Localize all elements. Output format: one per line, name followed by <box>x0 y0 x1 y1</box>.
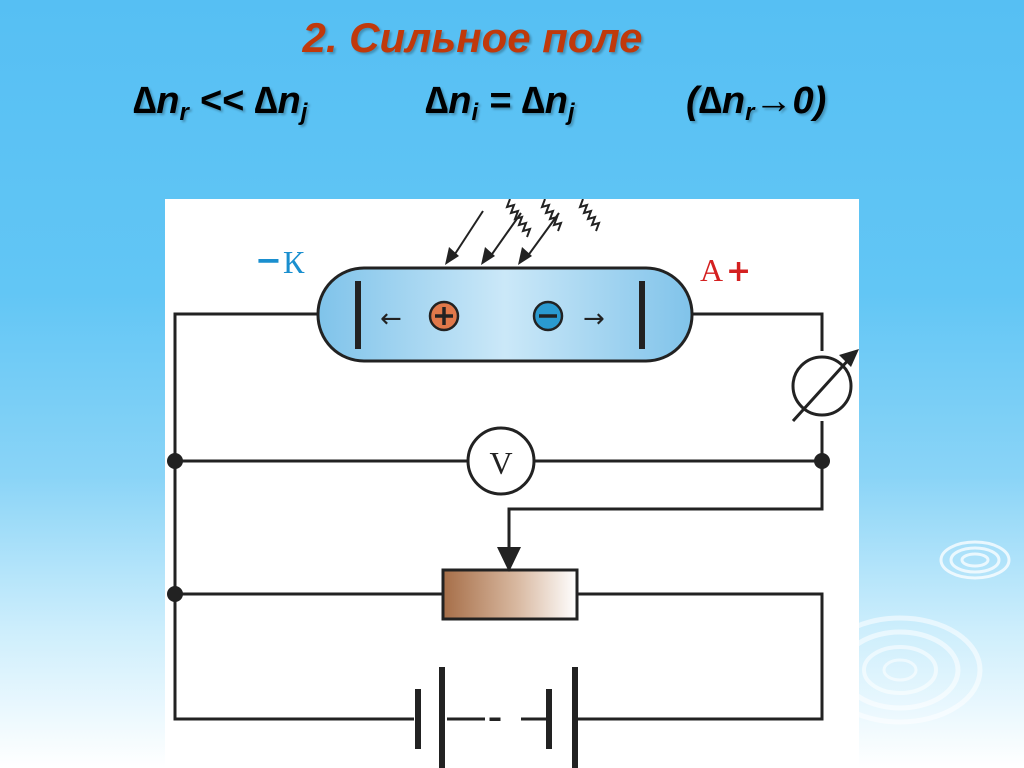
rheostat <box>441 568 579 621</box>
anode-sign: + <box>726 254 751 289</box>
voltmeter-label: V <box>489 445 512 481</box>
circuit-diagram: ← → − К А + <box>165 199 859 768</box>
radiation-arrows-icon <box>454 199 601 258</box>
battery-dash: – <box>488 701 502 734</box>
junction-dot <box>814 453 830 469</box>
anode-label: А <box>700 252 723 288</box>
cathode-sign: − <box>255 241 282 279</box>
formula-recombination-vs-ionization: ∆nr << ∆nj <box>133 80 308 126</box>
voltmeter-icon <box>466 426 536 496</box>
cathode-label: К <box>283 244 305 280</box>
arrow-left-glyph: ← <box>380 304 402 334</box>
formula-recombination-to-zero: (∆nr→0) <box>686 80 827 126</box>
formula-current-equals-ionization: ∆ni = ∆nj <box>425 80 575 126</box>
junction-dot <box>167 586 183 602</box>
circuit-wires <box>173 312 824 721</box>
gas-discharge-tube <box>316 266 694 363</box>
galvanometer-icon <box>791 349 859 423</box>
rheostat-slider-arrow-icon <box>497 547 521 572</box>
junction-dot <box>167 453 183 469</box>
arrow-right-glyph: → <box>583 304 605 334</box>
slide-title: 2. Сильное поле <box>302 14 643 61</box>
